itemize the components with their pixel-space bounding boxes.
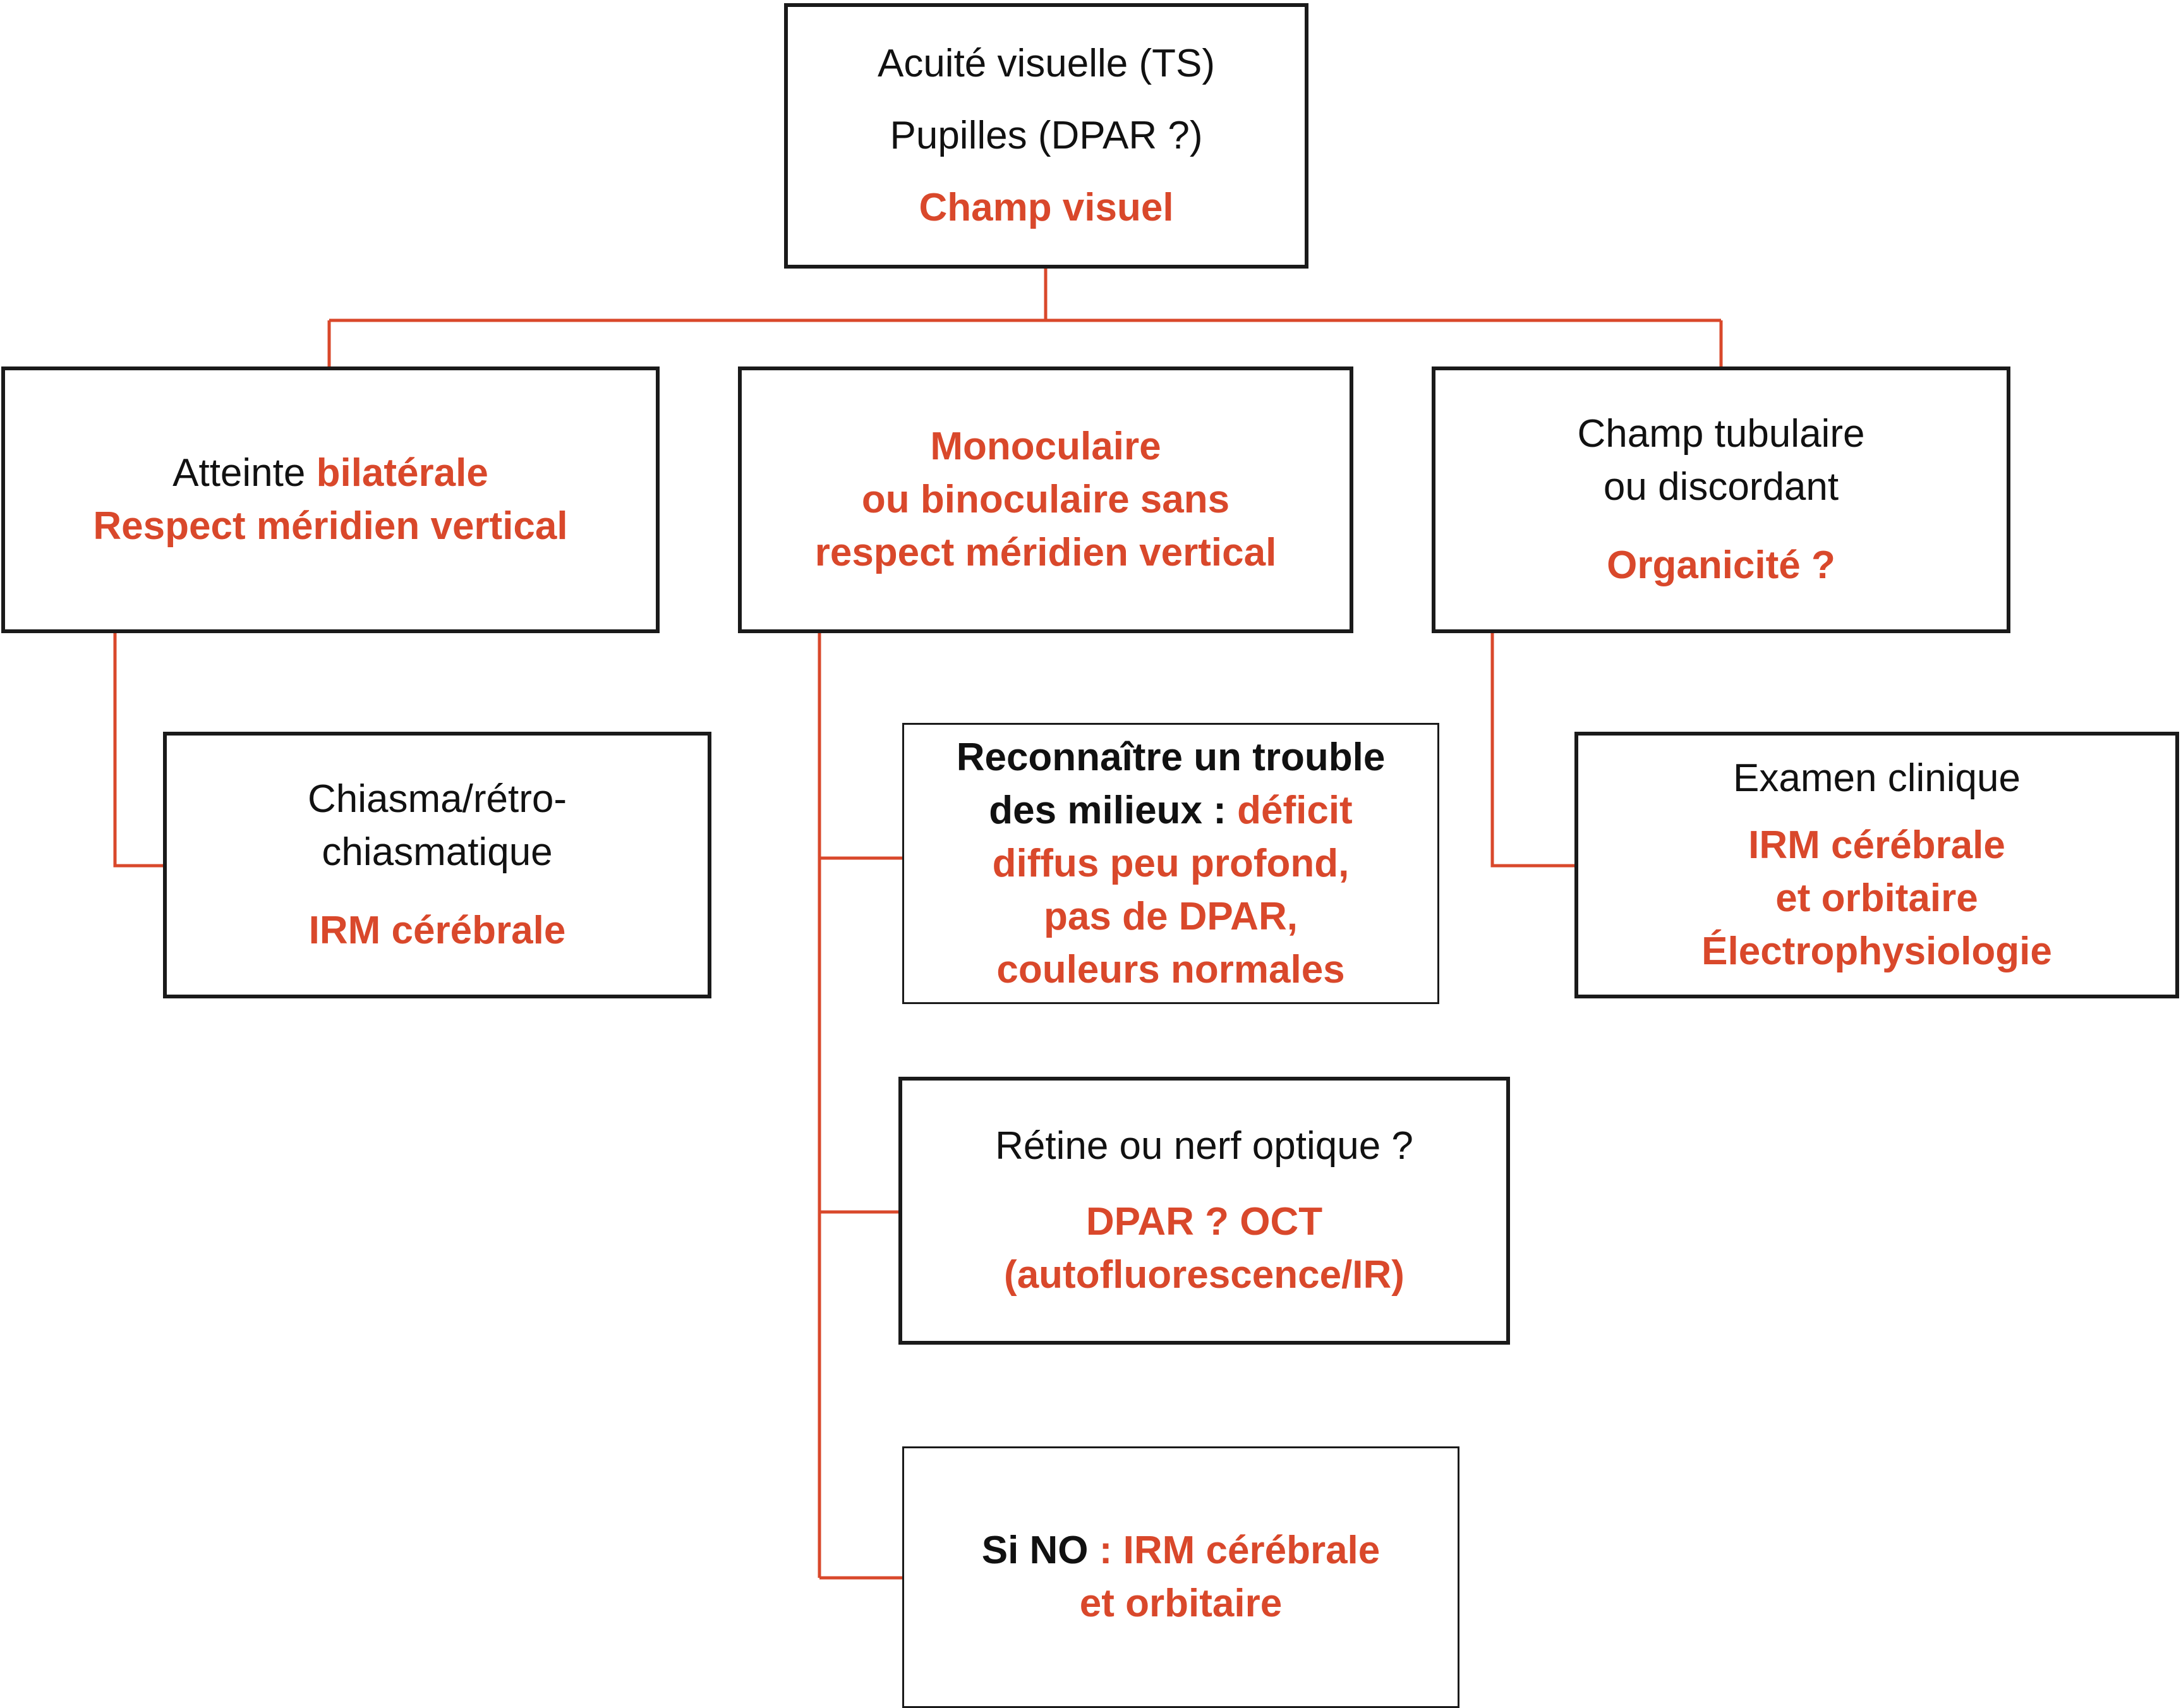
bilateral-prefix: Atteinte (172, 451, 317, 495)
box-retina-optic-nerve: Rétine ou nerf optique ? DPAR ? OCT (aut… (898, 1077, 1510, 1345)
autofluorescence-text: (autofluorescence/IR) (1004, 1253, 1405, 1297)
organicity-text: Organicité ? (1607, 543, 1835, 587)
monocular-line1: Monoculaire (930, 425, 1161, 468)
no-line2: et orbitaire (1079, 1582, 1283, 1625)
chiasma-mri-text: IRM cérébrale (308, 909, 566, 952)
visual-field-text: Champ visuel (919, 186, 1174, 229)
box-tubular-field: Champ tubulaire ou discordant Organicité… (1432, 366, 2010, 633)
media-line5: couleurs normales (996, 947, 1345, 991)
media-line4: pas de DPAR, (1044, 894, 1298, 938)
no-mri-text: : IRM cérébrale (1088, 1529, 1380, 1572)
box-monocular: Monoculaire ou binoculaire sans respect … (738, 366, 1353, 633)
exam-mri-line1: IRM cérébrale (1748, 823, 2005, 867)
electrophysiology-text: Électrophysiologie (1701, 930, 2052, 973)
bilateral-line: Atteinte bilatérale (172, 447, 488, 500)
exam-mri-line2: et orbitaire (1775, 876, 1978, 920)
box-initial-exam: Acuité visuelle (TS) Pupilles (DPAR ?) C… (784, 3, 1308, 269)
connector-right-to-exam (1490, 633, 1576, 868)
media-line3: diffus peu profond, (992, 841, 1350, 885)
box-optic-neuropathy: Si NO : IRM cérébrale et orbitaire (902, 1446, 1459, 1708)
media-line2-red: déficit (1237, 788, 1353, 832)
bilateral-highlight: bilatérale (316, 451, 488, 495)
media-line2: des milieux : déficit (989, 784, 1352, 837)
monocular-line2: ou binoculaire sans (861, 478, 1230, 521)
media-line1: Reconnaître un trouble (956, 735, 1386, 779)
no-line1: Si NO : IRM cérébrale (982, 1524, 1380, 1577)
pupils-text: Pupilles (DPAR ?) (890, 114, 1203, 157)
vertical-meridian-respect-text: Respect méridien vertical (93, 504, 568, 548)
tubular-line1: Champ tubulaire (1577, 412, 1865, 456)
monocular-line3: respect méridien vertical (814, 531, 1277, 574)
media-line2-black: des milieux : (989, 788, 1238, 832)
chiasma-line2: chiasmatique (322, 830, 553, 874)
box-clinical-exam: Examen clinique IRM cérébrale et orbitai… (1574, 732, 2179, 998)
no-prefix: Si NO (981, 1529, 1089, 1572)
box-bilateral: Atteinte bilatérale Respect méridien ver… (1, 366, 660, 633)
tubular-line2: ou discordant (1603, 465, 1839, 509)
retina-question-text: Rétine ou nerf optique ? (995, 1124, 1413, 1168)
chiasma-line1: Chiasma/rétro- (308, 777, 567, 821)
clinical-exam-text: Examen clinique (1733, 756, 2021, 800)
box-media-disorder: Reconnaître un trouble des milieux : déf… (902, 723, 1439, 1004)
box-chiasma: Chiasma/rétro- chiasmatique IRM cérébral… (163, 732, 711, 998)
connector-left-to-chiasma (113, 633, 164, 868)
visual-acuity-text: Acuité visuelle (TS) (877, 42, 1216, 85)
rapd-oct-text: DPAR ? OCT (1085, 1200, 1323, 1244)
